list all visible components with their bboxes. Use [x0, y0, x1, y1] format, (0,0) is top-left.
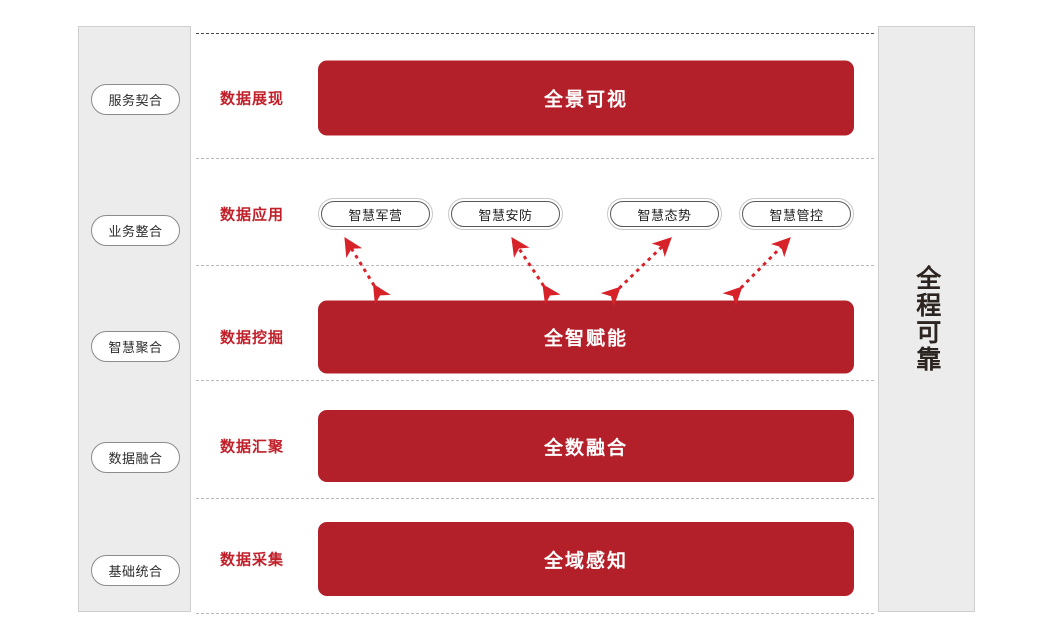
app-pill-taishi[interactable]: 智慧态势	[607, 198, 722, 230]
app-pill-label-guankong: 智慧管控	[742, 201, 851, 227]
pillar-item-1[interactable]: 业务整合	[91, 215, 180, 246]
reliability-text-wrap: 全程可靠	[879, 27, 974, 611]
red-bar-aggregation[interactable]: 全数融合	[318, 410, 854, 482]
pillar-label-4: 基础统合	[108, 564, 163, 579]
stage-label-application: 数据应用	[220, 206, 285, 224]
red-bar-collection[interactable]: 全域感知	[318, 522, 854, 596]
pillar-item-3[interactable]: 数据融合	[91, 442, 180, 473]
divider-presentation	[196, 158, 874, 159]
pillar-item-4[interactable]: 基础统合	[91, 555, 180, 586]
divider-bottom	[196, 613, 874, 614]
red-bar-presentation[interactable]: 全景可视	[318, 60, 854, 136]
stage-label-mining: 数据挖掘	[220, 329, 285, 347]
divider-top	[196, 33, 874, 34]
pillar-item-0[interactable]: 服务契合	[91, 84, 180, 115]
reliability-label: 全程可靠	[912, 265, 941, 373]
app-pill-junying[interactable]: 智慧军营	[318, 198, 433, 230]
red-bar-mining[interactable]: 全智赋能	[318, 300, 854, 374]
stage-label-aggregation: 数据汇聚	[220, 438, 285, 456]
divider-aggregation	[196, 498, 874, 499]
app-pill-label-taishi: 智慧态势	[610, 201, 719, 227]
divider-mining	[196, 380, 874, 381]
pillar-item-2[interactable]: 智慧聚合	[91, 331, 180, 362]
right-reliability-panel: 全程可靠	[878, 26, 975, 612]
arrow-anfang	[511, 236, 561, 305]
app-pill-guankong[interactable]: 智慧管控	[739, 198, 854, 230]
pillar-label-0: 服务契合	[108, 93, 163, 108]
app-pill-anfang[interactable]: 智慧安防	[448, 198, 563, 230]
pillar-label-2: 智慧聚合	[108, 340, 163, 355]
left-pillar-panel: 服务契合 业务整合 智慧聚合 数据融合 基础统合	[78, 26, 191, 612]
stage-label-presentation: 数据展现	[220, 90, 285, 108]
divider-application	[196, 265, 874, 266]
pillar-label-1: 业务整合	[108, 224, 163, 239]
app-pill-label-anfang: 智慧安防	[451, 201, 560, 227]
stage-label-collection: 数据采集	[220, 551, 285, 569]
arrow-junying	[344, 236, 391, 305]
arrow-taishi	[600, 237, 672, 307]
app-pill-label-junying: 智慧军营	[321, 201, 430, 227]
arrow-guankong	[722, 237, 791, 307]
pillar-label-3: 数据融合	[108, 451, 163, 466]
